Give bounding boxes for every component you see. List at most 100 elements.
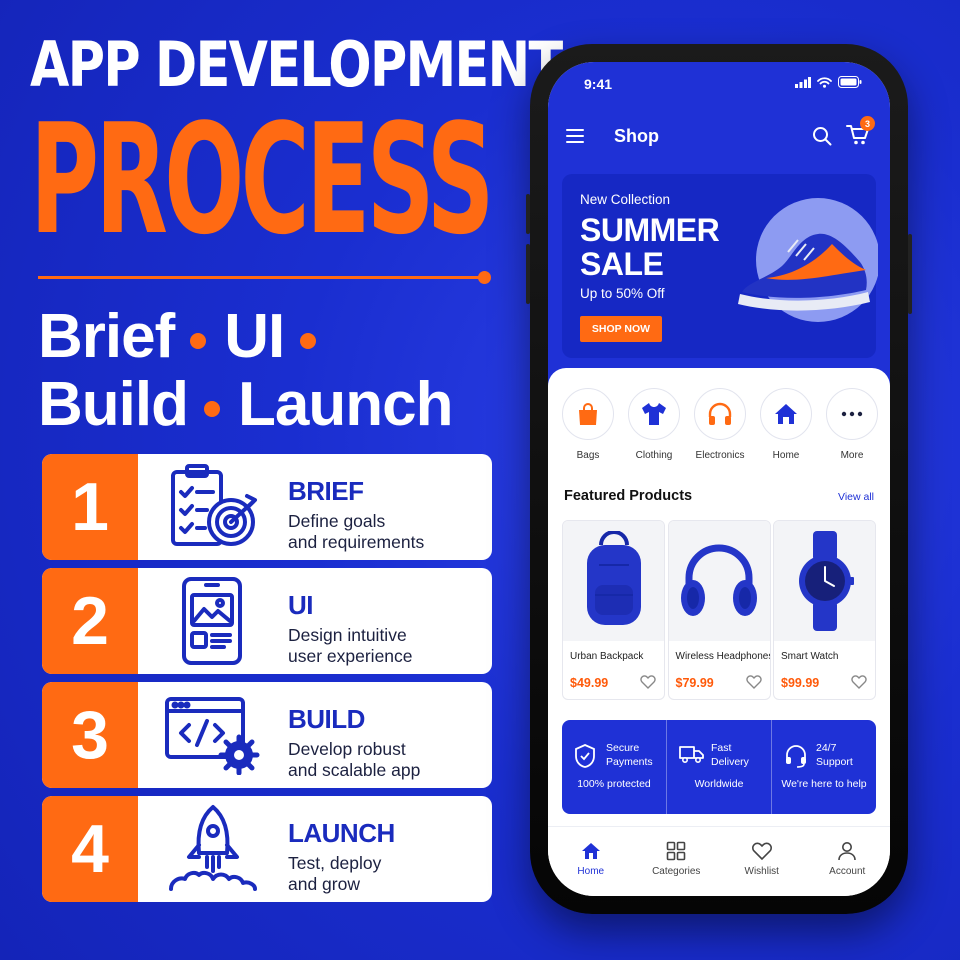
- category-home[interactable]: Home: [756, 388, 816, 461]
- step-title: UI: [288, 590, 313, 620]
- phone-screen: 9:41 Shop 3 New Collection SUMMER SALE U…: [548, 62, 890, 896]
- bag-icon: [579, 403, 597, 425]
- headset-icon: [786, 745, 806, 768]
- step-card-ui: 2 UI Design intuitive user experience: [42, 568, 492, 674]
- category-label: Clothing: [635, 450, 673, 461]
- user-icon: [838, 842, 857, 861]
- smartwatch-image: [774, 521, 875, 641]
- signal-icon: [795, 76, 811, 88]
- bullet-dot: [203, 400, 220, 417]
- status-icons: [795, 76, 862, 88]
- feature-subtitle: 100% protected: [577, 778, 651, 790]
- step-number: 1: [42, 454, 138, 560]
- view-all-link[interactable]: View all: [838, 491, 874, 503]
- tab-home[interactable]: Home: [548, 827, 634, 896]
- phone-mockup: 9:41 Shop 3 New Collection SUMMER SALE U…: [526, 44, 912, 914]
- checklist-target-icon: [138, 454, 288, 560]
- step-description: Design intuitive user experience: [288, 625, 413, 667]
- feature-title: Secure Payments: [606, 742, 653, 768]
- backpack-image: [563, 521, 664, 641]
- bullet-dot: [190, 332, 207, 349]
- phone-image-icon: [138, 568, 288, 674]
- wifi-icon: [817, 76, 832, 88]
- product-price: $99.99: [781, 676, 820, 690]
- product-card[interactable]: Wireless Headphones $79.99: [667, 520, 771, 700]
- category-bags[interactable]: Bags: [558, 388, 618, 461]
- phone-side-button: [526, 194, 530, 234]
- stage-ui: UI: [224, 302, 285, 371]
- code-gear-icon: [138, 682, 288, 788]
- product-card[interactable]: Smart Watch $99.99: [773, 520, 876, 700]
- step-card-launch: 4 LAUNCH Test, deploy and grow: [42, 796, 492, 902]
- content-sheet: Bags Clothing Electronics Home More: [548, 368, 890, 896]
- tab-label: Home: [577, 866, 605, 877]
- step-number: 3: [42, 682, 138, 788]
- cart-badge: 3: [860, 116, 875, 131]
- product-name: Smart Watch: [781, 651, 839, 662]
- cart-button[interactable]: 3: [846, 116, 876, 150]
- tab-categories[interactable]: Categories: [634, 827, 720, 896]
- shield-check-icon: [575, 744, 595, 768]
- heart-icon[interactable]: [745, 675, 762, 689]
- product-price: $49.99: [570, 676, 609, 690]
- menu-icon[interactable]: [566, 128, 584, 144]
- stage-launch: Launch: [237, 370, 453, 439]
- headline-line1: APP DEVELOPMENT: [30, 28, 563, 101]
- battery-icon: [838, 76, 862, 88]
- tshirt-icon: [642, 403, 666, 425]
- app-header: Shop 3: [548, 116, 890, 156]
- step-number: 2: [42, 568, 138, 674]
- category-clothing[interactable]: Clothing: [624, 388, 684, 461]
- promo-banner[interactable]: New Collection SUMMER SALE Up to 50% Off…: [562, 174, 878, 358]
- feature-title: 24/7 Support: [816, 742, 853, 768]
- bullet-dot: [300, 332, 317, 349]
- step-number: 4: [42, 796, 138, 902]
- more-dots-icon: [841, 411, 863, 417]
- features-strip: Secure Payments 100% protected Fast Deli…: [562, 720, 876, 814]
- category-label: Bags: [576, 450, 600, 461]
- headphones-image: [668, 521, 770, 641]
- tab-account[interactable]: Account: [805, 827, 891, 896]
- heart-icon[interactable]: [640, 675, 656, 689]
- product-name: Urban Backpack: [570, 651, 644, 662]
- step-description: Develop robust and scalable app: [288, 739, 421, 781]
- step-title: BUILD: [288, 704, 365, 734]
- banner-kicker: New Collection: [580, 192, 671, 207]
- category-more[interactable]: More: [822, 388, 882, 461]
- feature-title: Fast Delivery: [711, 742, 749, 768]
- search-icon[interactable]: [812, 126, 832, 146]
- banner-title: SUMMER SALE: [580, 212, 720, 282]
- bottom-tab-bar: Home Categories Wishlist Account: [548, 826, 890, 896]
- step-title: LAUNCH: [288, 818, 395, 848]
- category-electronics[interactable]: Electronics: [690, 388, 750, 461]
- stage-brief: Brief: [38, 302, 175, 371]
- shop-now-button[interactable]: SHOP NOW: [580, 316, 662, 342]
- phone-volume-button: [526, 244, 530, 304]
- heart-icon[interactable]: [851, 675, 867, 689]
- divider-dot: [478, 271, 491, 284]
- feature-subtitle: Worldwide: [694, 778, 744, 790]
- feature-fast-delivery: Fast Delivery Worldwide: [666, 720, 771, 814]
- product-price: $79.99: [675, 676, 714, 690]
- product-card[interactable]: Urban Backpack $49.99: [562, 520, 665, 700]
- divider: [38, 276, 484, 279]
- tab-wishlist[interactable]: Wishlist: [719, 827, 805, 896]
- product-name: Wireless Headphones: [675, 651, 771, 662]
- featured-products-title: Featured Products: [564, 488, 693, 504]
- feature-secure-payments: Secure Payments 100% protected: [562, 720, 666, 814]
- category-row: Bags Clothing Electronics Home More: [558, 388, 882, 461]
- headphones-icon: [708, 402, 732, 425]
- feature-subtitle: We're here to help: [781, 778, 867, 790]
- house-icon: [775, 404, 797, 424]
- tab-label: Categories: [652, 866, 701, 877]
- banner-subtitle: Up to 50% Off: [580, 286, 665, 301]
- status-time: 9:41: [584, 76, 613, 92]
- tab-label: Account: [829, 866, 866, 877]
- feature-support: 24/7 Support We're here to help: [771, 720, 876, 814]
- app-title: Shop: [614, 126, 659, 146]
- step-title: BRIEF: [288, 476, 364, 506]
- step-description: Define goals and requirements: [288, 511, 425, 553]
- grid-icon: [666, 841, 686, 861]
